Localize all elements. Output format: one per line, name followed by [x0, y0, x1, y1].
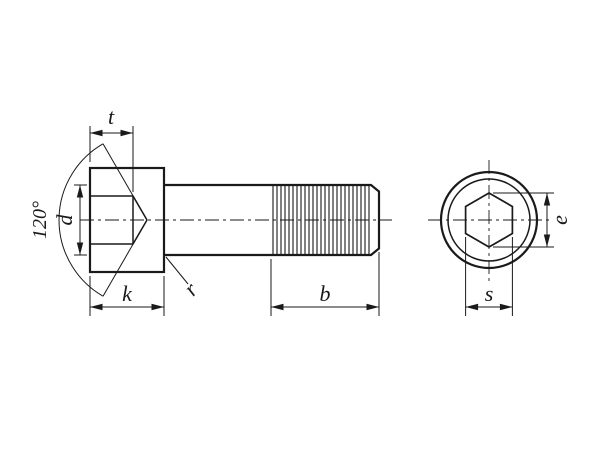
label-s: s — [485, 281, 494, 306]
leader-r: r — [165, 256, 203, 301]
label-d: d — [52, 214, 77, 226]
dimension-d: d — [52, 184, 87, 256]
dimension-t: t — [89, 104, 134, 192]
side-view: t 120° d k r b — [29, 104, 392, 316]
thread-lines — [272, 186, 370, 254]
label-t: t — [108, 104, 115, 129]
angle-arc — [58, 143, 104, 297]
label-b: b — [320, 281, 331, 306]
end-view: e s — [428, 160, 572, 316]
dimension-s: s — [465, 237, 513, 316]
dimension-e: e — [493, 192, 572, 248]
dimension-k: k — [89, 276, 165, 316]
head-chamfer-circle — [447, 178, 531, 262]
dimension-b: b — [270, 252, 380, 316]
label-cone-angle: 120° — [29, 201, 51, 239]
head-outer-circle — [439, 170, 539, 270]
hex-socket — [464, 192, 514, 248]
label-r: r — [178, 277, 203, 300]
shank-outline — [164, 183, 381, 257]
head-outline — [88, 166, 166, 274]
socket-side-lines — [90, 195, 148, 245]
label-k: k — [122, 281, 133, 306]
label-e: e — [547, 215, 572, 225]
